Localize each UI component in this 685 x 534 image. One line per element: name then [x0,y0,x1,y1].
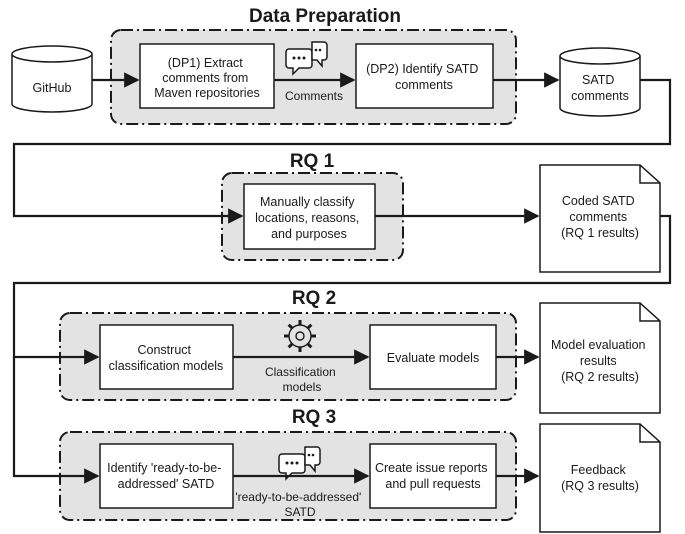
rq3-title: RQ 3 [292,407,336,428]
branch-to-rq3-connector [12,357,100,484]
model-evaluation-document-icon [539,302,661,414]
dp1-step-label: (DP1) Extract comments from Maven reposi… [154,56,260,100]
rq2-title: RQ 2 [292,288,336,309]
rq2-evaluate-box [369,324,497,390]
dp1-step-box [139,43,275,109]
rq1-classify-label: Manually classify locations, reasons, an… [255,195,363,241]
rq1-title: RQ 1 [290,151,335,172]
dp2-step-label: (DP2) Identify SATD comments [366,62,482,92]
satd-comments-label: SATD comments [571,73,629,103]
satd-comments-database-icon [559,47,641,117]
feedback-document-icon [539,423,661,533]
satd-to-rq1-connector [12,78,672,224]
data-preparation-title: Data Preparation [249,6,401,27]
rq3-create-box [369,443,497,509]
coded-satd-to-rq2-connector [12,214,672,365]
chat-bubbles-icon [285,41,328,76]
github-database-icon [11,45,93,113]
rq3-create-label: Create issue reports and pull requests [375,461,491,491]
model-evaluation-label: Model evaluation results (RQ 2 results) [551,338,649,384]
coded-satd-document-icon [539,164,661,273]
rq1-classify-box [243,183,376,250]
rq2-construct-label: Construct classification models [109,343,224,373]
ready-satd-edge-label: 'ready-to-be-addressed' SATD [235,490,364,519]
rq3-identify-box [99,443,234,509]
coded-satd-label: Coded SATD comments (RQ 1 results) [561,194,639,240]
chat-bubbles-icon [278,446,321,481]
github-label: GitHub [33,81,72,95]
comments-edge-label: Comments [285,89,343,103]
dp2-step-box [355,43,494,109]
classification-models-edge-label: Classification models [265,365,339,394]
feedback-label: Feedback (RQ 3 results) [561,463,639,493]
rq2-evaluate-label: Evaluate models [387,351,479,365]
gear-icon [284,320,316,352]
rq2-construct-box [99,324,234,390]
rq3-identify-label: Identify 'ready-to-be- addressed' SATD [107,461,225,491]
